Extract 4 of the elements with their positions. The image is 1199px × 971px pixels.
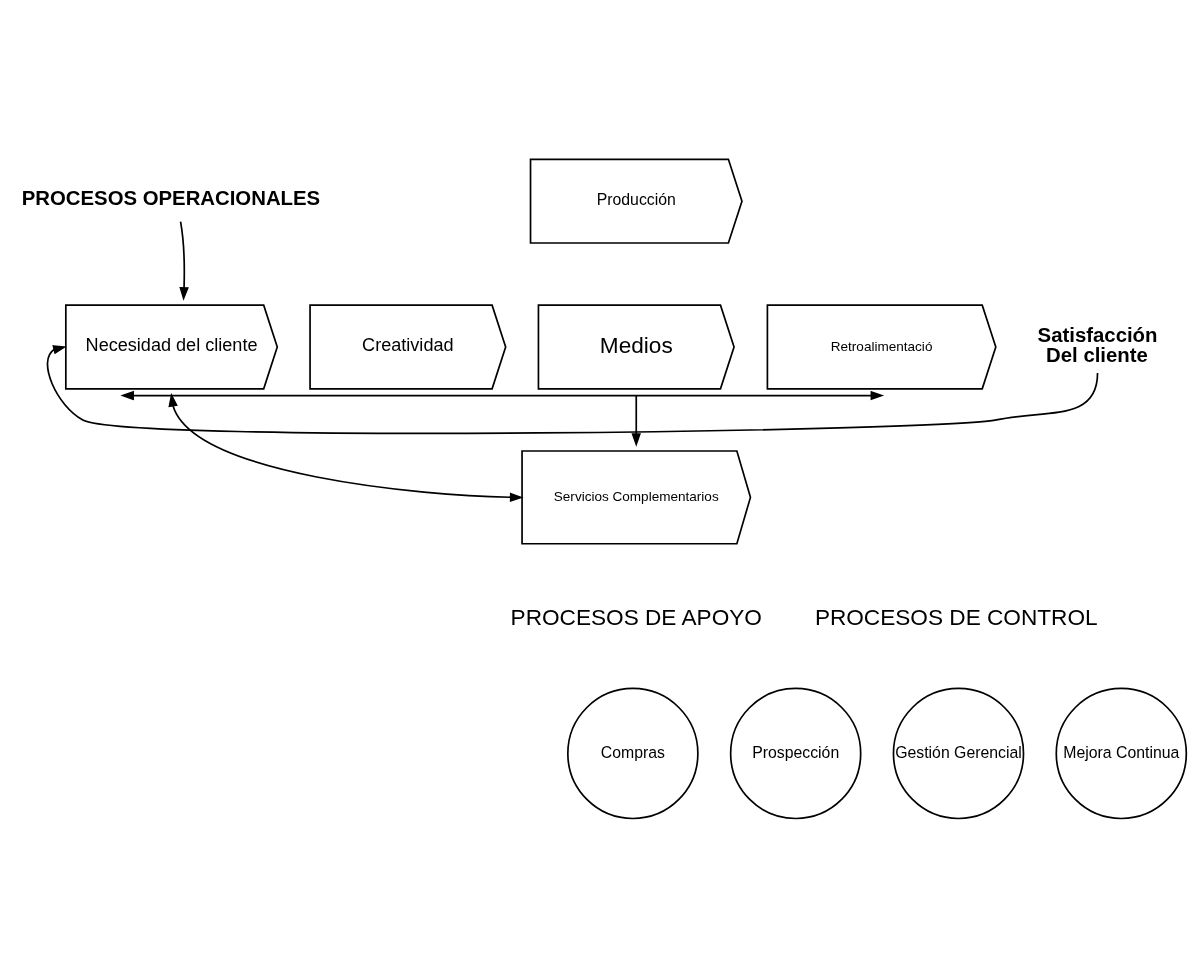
label: PROCESOS DE CONTROL [814, 605, 1098, 631]
label: PROCESOS DE APOYO [510, 605, 762, 631]
node-text: PROCESOS OPERACIONALES [21, 186, 321, 209]
node-text: Satisfacción Del cliente [1037, 323, 1158, 367]
